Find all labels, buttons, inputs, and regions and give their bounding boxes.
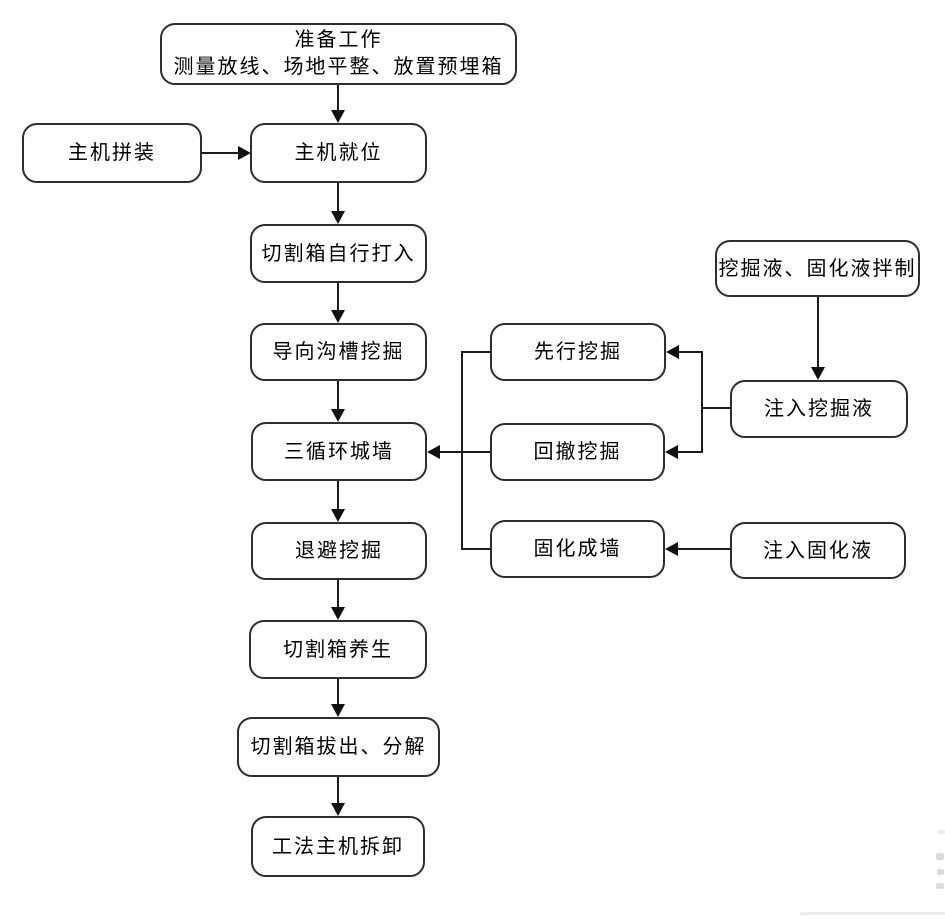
connector-to-three-cycle-wall <box>440 451 490 453</box>
connector-to-withdraw-excavation <box>678 451 703 453</box>
scan-artifact <box>938 830 945 834</box>
node-withdraw-excavation: 回撤挖掘 <box>490 423 665 481</box>
scan-artifact <box>800 912 945 915</box>
connector-three-cycle-wall-to-retreat <box>337 481 339 509</box>
scan-artifact <box>936 883 944 889</box>
node-label: 注入挖掘液 <box>764 398 874 420</box>
node-label: 导向沟槽挖掘 <box>272 341 405 363</box>
connector-inject-solidification-to-wall <box>678 548 730 550</box>
connector-host-assembly-to-host-positioning <box>202 152 238 154</box>
arrowhead-down-icon <box>331 803 345 816</box>
connector-to-advance-excavation <box>679 351 703 353</box>
arrowhead-down-icon <box>331 509 345 522</box>
node-inject-excavation-fluid: 注入挖掘液 <box>730 380 908 438</box>
arrowhead-left-icon <box>666 345 679 359</box>
node-solidified-wall: 固化成墙 <box>490 520 665 578</box>
node-label: 切割箱自行打入 <box>261 242 416 265</box>
scan-artifact <box>936 853 944 860</box>
node-label: 退避挖掘 <box>295 540 383 562</box>
arrowhead-down-icon <box>331 211 345 224</box>
node-cutting-box-curing: 切割箱养生 <box>249 620 427 679</box>
node-label: 工法主机拆卸 <box>272 835 404 858</box>
connector-right-bracket-vertical <box>701 351 703 453</box>
arrowhead-down-icon <box>331 409 345 422</box>
connector-left-bracket-vertical <box>461 351 463 550</box>
node-label: 主机拼装 <box>68 142 156 164</box>
node-host-dismantling: 工法主机拆卸 <box>251 816 425 877</box>
node-inject-solidification-fluid: 注入固化液 <box>730 522 906 579</box>
arrowhead-down-icon <box>331 310 345 323</box>
connector-retreat-to-curing <box>337 580 339 607</box>
node-host-assembly: 主机拼装 <box>22 123 202 183</box>
connector-left-bracket-stub-top <box>461 351 490 353</box>
node-guide-trench-excavation: 导向沟槽挖掘 <box>250 323 427 381</box>
node-retreat-excavation: 退避挖掘 <box>251 522 427 580</box>
connector-right-bracket-stub <box>701 407 730 409</box>
node-label: 切割箱养生 <box>283 638 393 661</box>
connector-fluid-mixing-to-inject-excavation <box>817 297 819 367</box>
arrowhead-right-icon <box>238 146 251 160</box>
node-label: 准备工作 <box>294 29 383 51</box>
node-label: 回撤挖掘 <box>533 441 622 463</box>
arrowhead-down-icon <box>331 110 345 123</box>
arrowhead-left-icon <box>427 445 440 459</box>
node-cutting-box-removal: 切割箱拔出、分解 <box>237 717 440 777</box>
node-sublabel: 测量放线、场地平整、放置预埋箱 <box>173 56 504 78</box>
node-label: 固化成墙 <box>533 538 622 560</box>
node-label: 切割箱拔出、分解 <box>250 736 427 758</box>
arrowhead-down-icon <box>331 607 345 620</box>
node-label: 注入固化液 <box>763 539 873 562</box>
node-three-cycle-wall: 三循环城墙 <box>251 422 427 481</box>
arrowhead-down-icon <box>811 367 825 380</box>
node-label: 主机就位 <box>294 142 383 164</box>
connector-curing-to-removal <box>337 679 339 704</box>
node-advance-excavation: 先行挖掘 <box>490 323 666 381</box>
node-label: 先行挖掘 <box>534 341 622 363</box>
scan-artifact <box>937 869 944 875</box>
arrowhead-left-icon <box>665 542 678 556</box>
node-label: 三循环城墙 <box>284 440 394 463</box>
connector-left-bracket-stub-bottom <box>461 548 490 550</box>
connector-prepare-to-host-positioning <box>337 85 339 111</box>
arrowhead-left-icon <box>665 445 678 459</box>
node-cutting-box-driving: 切割箱自行打入 <box>250 224 427 283</box>
connector-host-positioning-to-cutting-box-driving <box>337 183 339 212</box>
connector-removal-to-dismantling <box>337 777 339 803</box>
node-fluid-mixing: 挖掘液、固化液拌制 <box>715 240 920 297</box>
node-host-positioning: 主机就位 <box>250 123 427 183</box>
connector-cutting-box-driving-to-guide-trench <box>337 283 339 310</box>
node-label: 挖掘液、固化液拌制 <box>718 257 917 280</box>
node-prepare: 准备工作 测量放线、场地平整、放置预埋箱 <box>160 23 517 85</box>
arrowhead-down-icon <box>331 704 345 717</box>
connector-guide-trench-to-three-cycle-wall <box>337 381 339 409</box>
